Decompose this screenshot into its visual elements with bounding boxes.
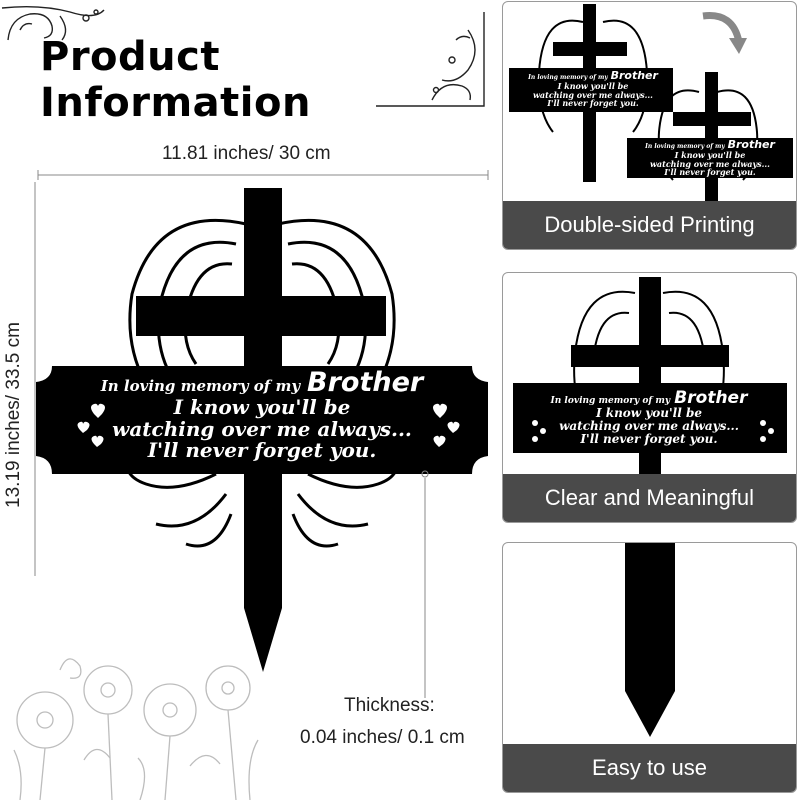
small-b-line4: I'll never forget you. (664, 167, 756, 178)
small-inscription-a: In loving memory of my Brother I know yo… (515, 70, 671, 108)
small-b-line1: In loving memory of my (645, 143, 725, 150)
small-b-name: Brother (727, 138, 775, 151)
page-title: Product Information (40, 34, 311, 126)
poppy-flowers-icon (13, 658, 259, 800)
thickness-value: 0.04 inches/ 0.1 cm (300, 727, 465, 748)
panel-double-sided: In loving memory of my Brother I know yo… (502, 1, 797, 250)
caption-double-sided: Double-sided Printing (503, 201, 796, 249)
small-b-line2: I know you'll be (674, 149, 746, 160)
plaque-line1: In loving memory of my (100, 377, 301, 395)
small-a-line2: I know you'll be (557, 80, 629, 91)
plaque-line2: I know you'll be (173, 395, 351, 420)
small-a-line3: watching over me always... (533, 89, 653, 100)
medium-inscription: In loving memory of my Brother I know yo… (541, 389, 757, 446)
panel-easy-to-use: Easy to use (502, 542, 797, 793)
thickness-pointer-line (421, 470, 429, 698)
plaque-line3: watching over me always... (112, 416, 412, 441)
clear-meaningful-illustration (513, 277, 787, 477)
medium-line2: I know you'll be (595, 406, 703, 421)
thickness-title: Thickness: (344, 695, 435, 716)
plaque-line4: I'll never forget you. (147, 438, 377, 463)
plaque-name: Brother (307, 367, 424, 398)
flourish-bottom-right-icon (376, 12, 485, 107)
flourish-top-left-icon (1, 5, 105, 41)
medium-name: Brother (674, 388, 748, 408)
small-a-line4: I'll never forget you. (547, 98, 639, 109)
medium-line4: I'll never forget you. (580, 432, 718, 447)
double-sided-illustration (509, 4, 793, 202)
caption-easy-to-use: Easy to use (503, 744, 796, 792)
height-dimension-label: 13.19 inches/ 33.5 cm (3, 322, 24, 508)
small-b-line3: watching over me always... (650, 158, 770, 169)
height-dimension-line (34, 182, 36, 576)
medium-line1: In loving memory of my (550, 396, 671, 406)
panel-clear-meaningful: In loving memory of my Brother I know yo… (502, 272, 797, 523)
width-dimension-line (37, 170, 489, 180)
caption-clear-meaningful: Clear and Meaningful (503, 474, 796, 522)
small-a-line1: In loving memory of my (528, 74, 608, 81)
plaque-inscription: In loving memory of my Brother I know yo… (80, 368, 444, 462)
stake-illustration (625, 543, 675, 737)
small-inscription-b: In loving memory of my Brother I know yo… (631, 139, 789, 177)
medium-line3: watching over me always... (559, 419, 739, 434)
small-a-name: Brother (610, 69, 658, 82)
memorial-stake-illustration (36, 188, 488, 672)
width-dimension-label: 11.81 inches/ 30 cm (162, 143, 331, 164)
